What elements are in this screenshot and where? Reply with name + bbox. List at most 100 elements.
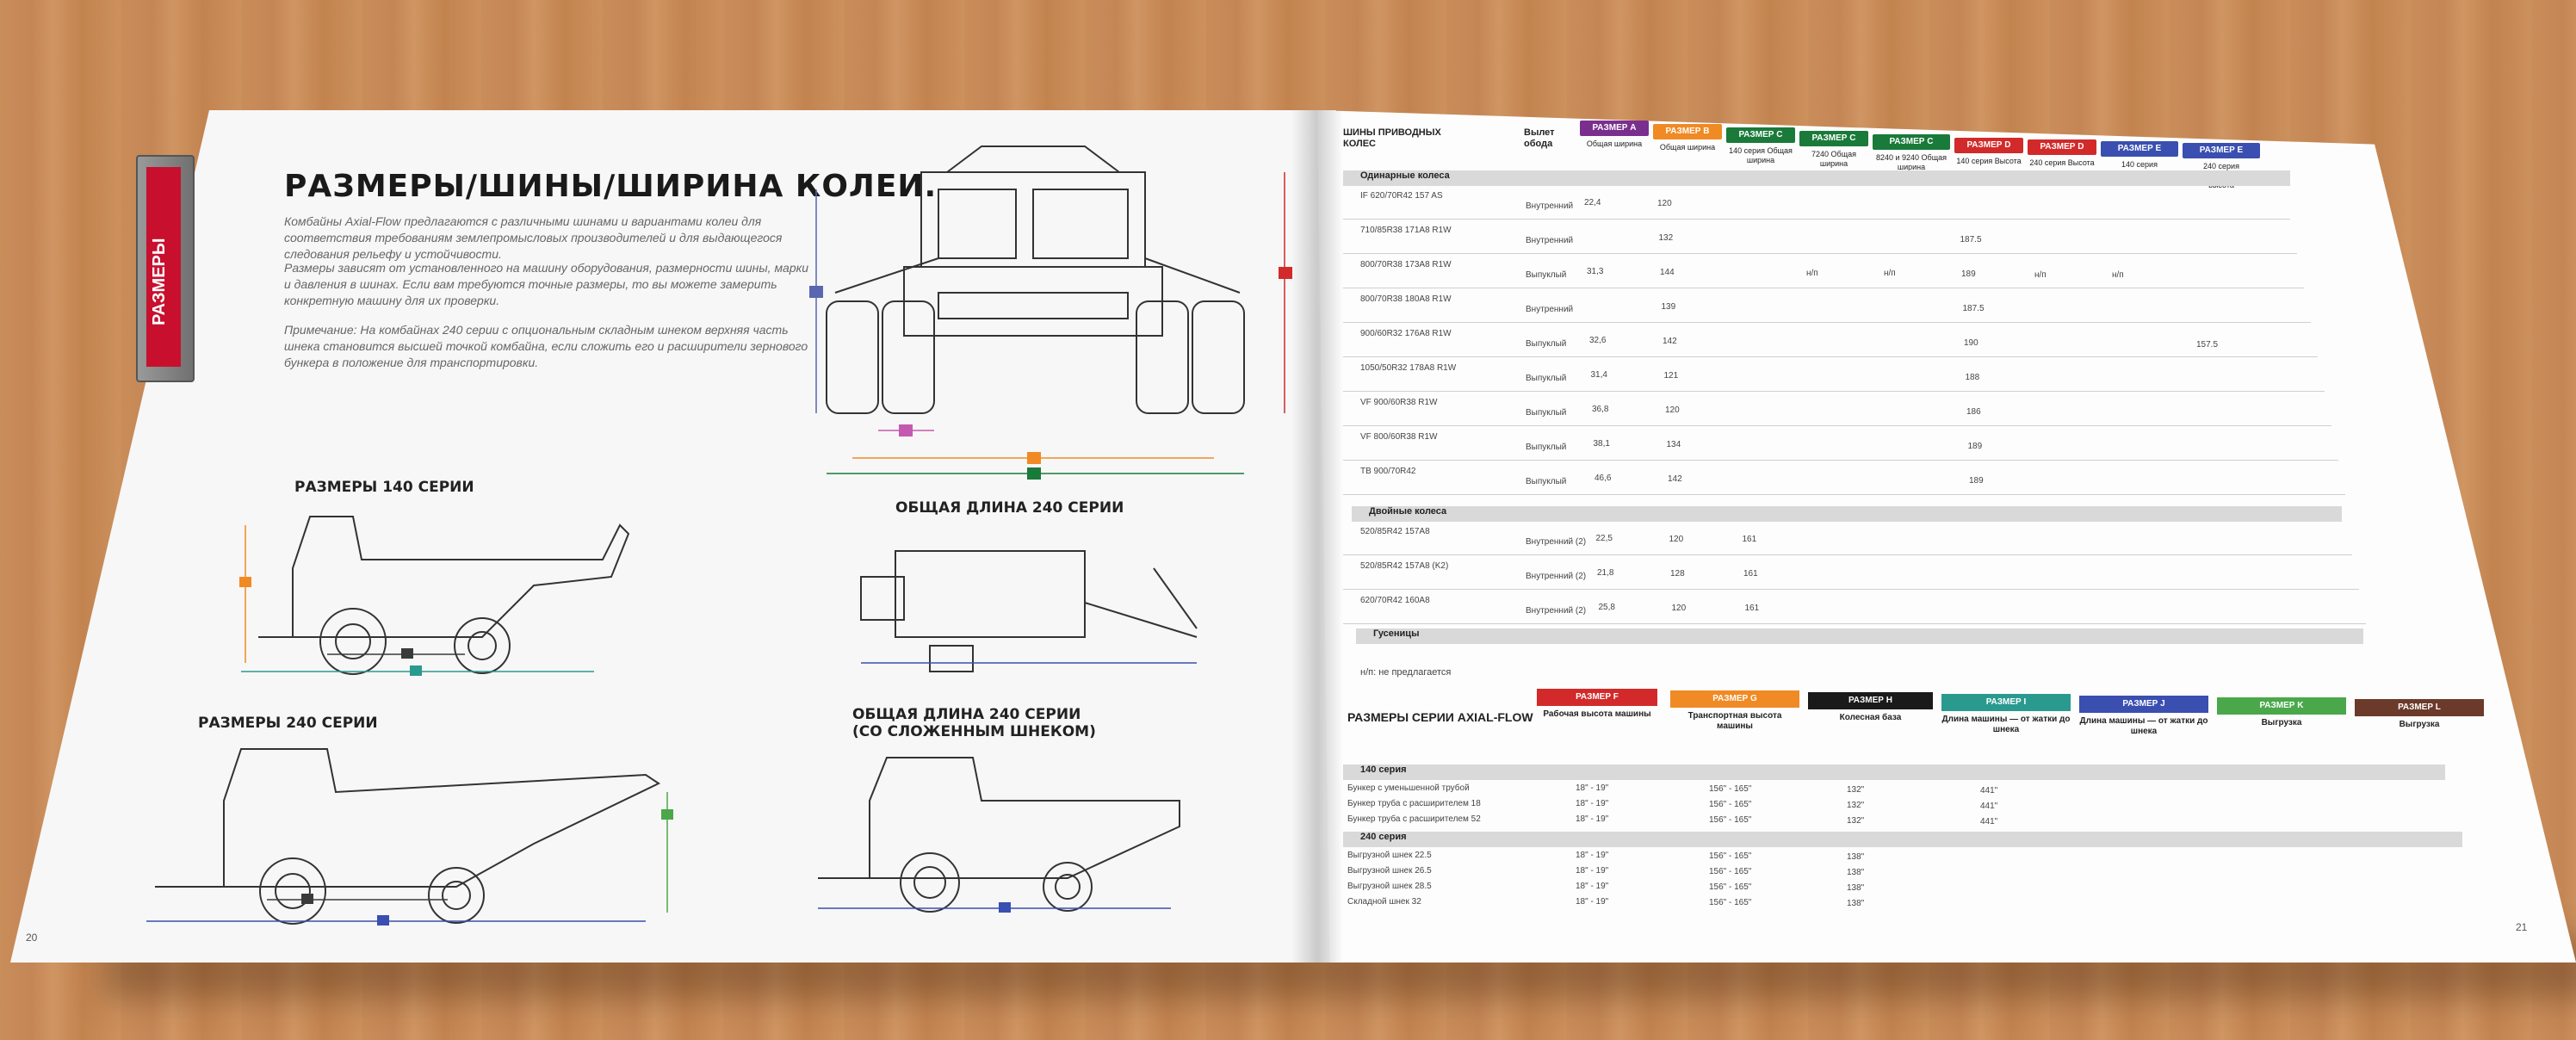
row-divider xyxy=(1343,391,2325,392)
table2-title: РАЗМЕРЫ СЕРИИ AXIAL-FLOW xyxy=(1347,710,1533,724)
note-paragraph: Примечание: На комбайнах 240 серии с опц… xyxy=(284,323,808,369)
row-divider xyxy=(1343,460,2338,461)
section-140-series: 140 серия xyxy=(1343,765,2445,780)
size-b-badge: РАЗМЕР B xyxy=(1653,124,1722,139)
tire-name: 800/70R38 180A8 R1W xyxy=(1360,294,1452,304)
size-f-value: 189 xyxy=(1961,269,1976,279)
dimension-row-name: Выгрузной шнек 26.5 xyxy=(1347,866,1432,876)
size-f-value: 190 xyxy=(1964,338,1978,348)
size-b-value: 134 xyxy=(1666,439,1681,449)
rim-type: Внутренний (2) xyxy=(1526,572,1587,581)
size-f-value: 18" - 19" xyxy=(1576,851,1609,860)
row-divider xyxy=(1343,356,2318,357)
size-a-value: 46,6 xyxy=(1595,474,1612,483)
section-dual-wheels: Двойные колеса xyxy=(1352,506,2342,522)
section-240-series: 240 серия xyxy=(1343,832,2462,847)
caption-140-series: РАЗМЕРЫ 140 СЕРИИ xyxy=(294,479,474,496)
rim-type: Выпуклый xyxy=(1526,443,1567,452)
row-divider xyxy=(1343,589,2359,590)
size-f-value: 18" - 19" xyxy=(1576,866,1609,876)
rim-type: Выпуклый xyxy=(1526,408,1567,418)
section-tracks: Гусеницы xyxy=(1356,628,2363,644)
size-g-value: 156" - 165" xyxy=(1709,851,1752,861)
dimension-row-name: Бункер труба с расширителем 18 xyxy=(1347,799,1481,808)
row-divider xyxy=(1343,322,2311,323)
tire-name: VF 800/60R38 R1W xyxy=(1360,432,1438,442)
size-b-value: 121 xyxy=(1663,370,1679,381)
size-f-value: 188 xyxy=(1965,373,1980,382)
size-f-badge: РАЗМЕР F xyxy=(1537,689,1657,706)
row-divider xyxy=(1343,554,2352,555)
size-g-value: 156" - 165" xyxy=(1709,898,1752,907)
size-c-value: 161 xyxy=(1744,604,1760,614)
size-e-value: н/п xyxy=(1884,269,1896,279)
row-divider xyxy=(1343,253,2297,254)
size-b-value: 142 xyxy=(1668,474,1682,484)
size-j-badge: РАЗМЕР J xyxy=(2079,696,2208,713)
rim-type: Внутренний xyxy=(1526,201,1574,211)
size-g-value: 156" - 165" xyxy=(1709,800,1752,809)
page-number-left: 20 xyxy=(26,932,38,944)
dimension-row-name: Выгрузной шнек 28.5 xyxy=(1347,882,1432,891)
size-h-value: 138" xyxy=(1847,883,1865,893)
size-a-value: 22,5 xyxy=(1595,534,1613,543)
size-a-value: 22,4 xyxy=(1584,198,1601,207)
front-view-drawing xyxy=(809,145,1292,480)
tire-name: VF 900/60R38 R1W xyxy=(1360,398,1438,407)
tire-name: IF 620/70R42 157 AS xyxy=(1360,191,1443,201)
row-divider xyxy=(1343,425,2331,426)
size-b-value: 142 xyxy=(1663,336,1677,346)
size-c-badge-7240: РАЗМЕР C xyxy=(1799,131,1868,146)
size-e-badge-140: РАЗМЕР E xyxy=(2101,141,2178,157)
rim-type: Выпуклый xyxy=(1526,339,1567,349)
size-f-value: 18" - 19" xyxy=(1576,882,1609,891)
size-b-value: 120 xyxy=(1671,603,1687,613)
size-c-badge-140: РАЗМЕР C xyxy=(1726,127,1795,143)
size-b-value: 144 xyxy=(1660,267,1675,277)
size-i-value: 441" xyxy=(1980,817,1998,826)
caption-240-series: РАЗМЕРЫ 240 СЕРИИ xyxy=(198,715,378,732)
dimension-row-name: Бункер с уменьшенной трубой xyxy=(1347,783,1470,793)
rim-column-header: Вылет обода xyxy=(1524,127,1555,149)
tire-name: 1050/50R32 178A8 R1W xyxy=(1360,363,1457,373)
size-k-badge: РАЗМЕР K xyxy=(2217,697,2346,715)
size-f-value: 18" - 19" xyxy=(1576,814,1609,824)
size-g-value: 156" - 165" xyxy=(1709,882,1752,892)
size-i-value: 441" xyxy=(1980,802,1998,811)
size-d-value: н/п xyxy=(1806,268,1818,278)
side-view-240-drawing xyxy=(146,748,673,925)
size-b-value: 120 xyxy=(1669,534,1684,544)
size-f-value: 186 xyxy=(1966,407,1981,417)
size-i-badge: РАЗМЕР I xyxy=(1941,694,2071,711)
section-tab: РАЗМЕРЫ xyxy=(136,155,195,382)
row-divider xyxy=(1343,219,2290,220)
size-h-badge: РАЗМЕР H xyxy=(1808,692,1933,709)
size-b-value: 128 xyxy=(1670,568,1685,579)
side-view-140-drawing xyxy=(239,516,630,676)
size-g-value: 156" - 165" xyxy=(1709,815,1752,825)
size-a-value: 36,8 xyxy=(1592,405,1609,414)
size-a-value: 38,1 xyxy=(1593,439,1610,449)
size-f-value: 18" - 19" xyxy=(1576,799,1609,808)
rim-type: Выпуклый xyxy=(1526,477,1567,486)
size-b-value: 139 xyxy=(1661,301,1676,312)
size-h-value: 138" xyxy=(1847,852,1865,862)
book-spine xyxy=(1291,110,1343,963)
size-h-value: 132" xyxy=(1847,816,1865,826)
size-i-value: 441" xyxy=(1980,786,1998,795)
row-divider xyxy=(1343,623,2366,624)
size-g-value: н/п xyxy=(2034,269,2047,280)
tire-name: 520/85R42 157A8 (K2) xyxy=(1360,561,1449,571)
footnote: н/п: не предлагается xyxy=(1360,667,1452,678)
size-a-value: 25,8 xyxy=(1598,603,1615,612)
size-f-value: 187.5 xyxy=(1960,235,1982,245)
left-page xyxy=(10,110,1336,963)
section-single-wheels: Одинарные колеса xyxy=(1343,170,2290,186)
tire-name: 710/85R38 171A8 R1W xyxy=(1360,226,1452,235)
caption-length-240-folded: ОБЩАЯ ДЛИНА 240 СЕРИИ (СО СЛОЖЕННЫМ ШНЕК… xyxy=(852,706,1096,740)
size-g-badge: РАЗМЕР G xyxy=(1670,690,1799,708)
row-divider xyxy=(1343,494,2345,495)
rim-type: Внутренний (2) xyxy=(1526,606,1587,616)
sizes-paragraph: Размеры зависят от установленного на маш… xyxy=(284,261,809,307)
size-f-value: 18" - 19" xyxy=(1576,783,1609,793)
